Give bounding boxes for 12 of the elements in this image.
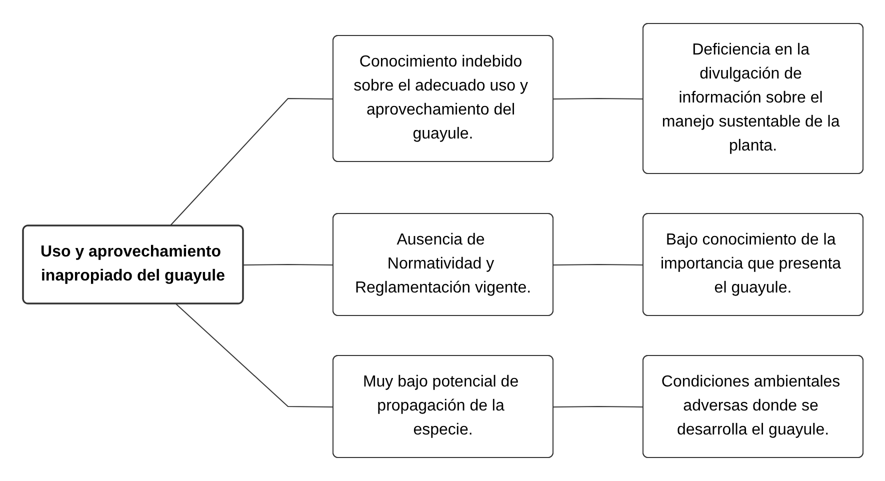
node-text: Bajo conocimiento de la importancia que presenta el guayule. [660,232,841,296]
node-text: Condiciones ambientales adversas donde se desarrolla el guayule. [660,374,840,438]
connector [242,264,334,266]
node-text: Ausencia de Normatividad y Reglamentación vigente. [354,232,531,296]
connector [552,264,644,266]
node-text: Conocimiento indebido sobre el adecuado uso y aprovechamiento del guayule. [353,54,528,142]
node-text: Muy bajo potencial de propagación de la especie. [362,374,518,438]
connector [175,304,334,408]
connector [552,98,644,100]
connector [552,406,644,408]
node-text: Deficiencia en la divulgación de información sobre el manejo sustentable de la planta. [661,42,840,154]
connector [168,98,334,226]
